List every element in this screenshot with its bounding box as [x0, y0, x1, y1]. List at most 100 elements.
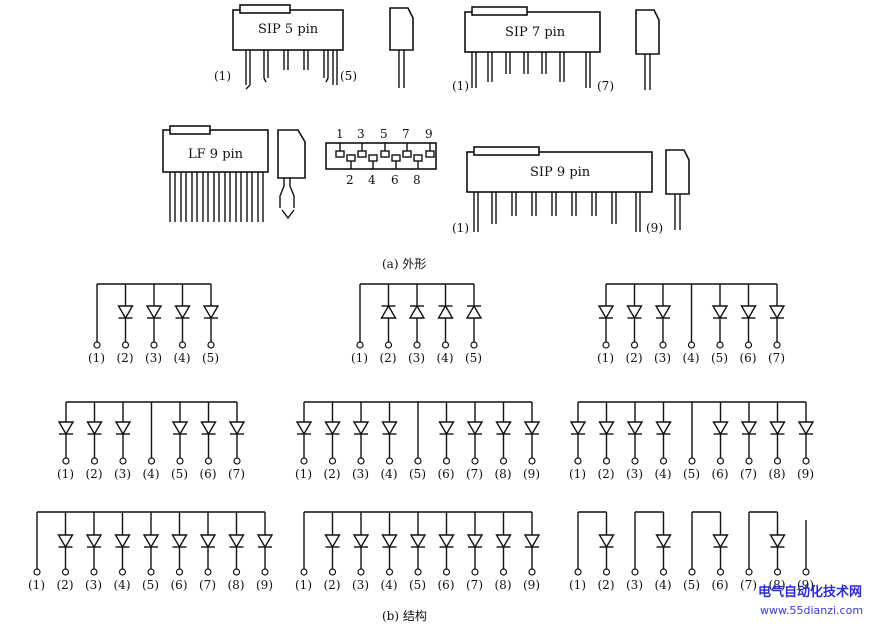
pin-node	[528, 568, 536, 576]
pin-label: (6)	[712, 578, 729, 592]
diode-symbol	[142, 534, 160, 549]
pin-label: (5)	[683, 578, 700, 592]
diode-symbol	[117, 305, 134, 320]
pin-label: (2)	[626, 351, 643, 365]
sip7-pin-last: (7)	[597, 79, 614, 93]
pin-node	[659, 568, 668, 576]
pin-node	[442, 457, 451, 465]
diode-symbol	[797, 421, 815, 436]
diode-symbol	[495, 534, 512, 549]
pin-label: (1)	[597, 351, 614, 365]
pin-node	[90, 457, 99, 465]
pin-node	[802, 568, 810, 576]
structure-circuit-8: (1)(2)(3)(4)(5)(6)(7)(8)(9)	[295, 511, 541, 592]
diode-symbol	[495, 421, 512, 436]
bottom-pin-4: 4	[368, 173, 376, 187]
pin-label: (2)	[598, 578, 615, 592]
pin-node	[630, 341, 639, 349]
structure-circuit-2: (1)(2)(3)(4)(5)	[351, 283, 483, 365]
pin-label: (2)	[324, 578, 341, 592]
pin-node	[688, 568, 696, 576]
pin-node	[499, 568, 508, 576]
pin-label: (5)	[683, 467, 700, 481]
diode-symbol	[381, 421, 398, 436]
pin-label: (1)	[295, 578, 312, 592]
pin-label: (7)	[199, 578, 216, 592]
pin-node	[744, 341, 753, 349]
pin-node	[441, 341, 450, 349]
pin-label: (2)	[57, 578, 74, 592]
diode-symbol	[597, 305, 615, 320]
diode-symbol	[171, 421, 189, 436]
pin-label: (8)	[769, 578, 786, 592]
pin-label: (2)	[598, 467, 615, 481]
pin-node	[356, 341, 364, 349]
diode-symbol	[199, 534, 217, 549]
diode-symbol	[114, 534, 131, 549]
structure-circuit-6: (1)(2)(3)(4)(5)(6)(7)(8)(9)	[569, 401, 815, 481]
diode-symbol	[466, 534, 484, 549]
pin-label: (3)	[352, 467, 369, 481]
pin-label: (6)	[200, 467, 217, 481]
diode-symbol	[740, 305, 757, 320]
diode-symbol	[381, 534, 398, 549]
pin-label: (4)	[655, 578, 672, 592]
pin-label: (5)	[465, 351, 482, 365]
pin-node	[602, 568, 611, 576]
pin-label: (6)	[438, 578, 455, 592]
diode-symbol	[655, 421, 672, 436]
pin-label: (5)	[142, 578, 159, 592]
bottom-pin-8: 8	[413, 173, 421, 187]
pin-label: (6)	[171, 578, 188, 592]
pin-node	[175, 568, 184, 576]
pin-label: (7)	[740, 578, 757, 592]
pin-label: (7)	[466, 467, 483, 481]
diode-symbol	[145, 305, 163, 320]
sip5-pin-last: (5)	[340, 69, 357, 83]
pin-node	[574, 568, 582, 576]
diode-symbol	[202, 305, 220, 320]
diode-symbol	[769, 534, 786, 549]
diode-symbol	[712, 421, 729, 436]
pin-label: (1)	[88, 351, 105, 365]
pin-label: (9)	[797, 578, 814, 592]
pin-node	[442, 568, 451, 576]
pin-node	[631, 457, 639, 465]
pin-node	[300, 457, 308, 465]
pin-label: (7)	[768, 351, 785, 365]
pin-node	[357, 568, 365, 576]
pin-label: (3)	[654, 351, 671, 365]
diode-symbol	[352, 421, 370, 436]
pin-label: (8)	[228, 578, 245, 592]
lf9-pin-diagram: 1 3 5 7 9 2 4 6 8	[325, 127, 437, 187]
pin-label: (7)	[228, 467, 245, 481]
pin-node	[150, 341, 158, 349]
pin-node	[716, 341, 724, 349]
watermark-url: www.55dianzi.com	[760, 604, 863, 617]
pin-node	[328, 568, 337, 576]
diode-symbol	[114, 421, 132, 436]
structure-circuit-1: (1)(2)(3)(4)(5)	[88, 283, 220, 365]
diode-symbol	[465, 304, 483, 319]
structure-circuits: (1)(2)(3)(4)(5)(1)(2)(3)(4)(5)(1)(2)(3)(…	[28, 283, 815, 592]
sip9-package: SIP 9 pin (1) (9)	[452, 146, 663, 235]
diode-symbol	[438, 534, 455, 549]
pin-node	[688, 457, 696, 465]
top-pin-7: 7	[402, 127, 410, 141]
pin-node	[121, 341, 130, 349]
pin-label: (5)	[202, 351, 219, 365]
pin-node	[204, 568, 212, 576]
pin-node	[602, 341, 610, 349]
diode-symbol	[768, 305, 786, 320]
pin-node	[178, 341, 187, 349]
pin-label: (3)	[352, 578, 369, 592]
watermark-title: 电气自动化技术网	[758, 584, 862, 600]
diode-symbol	[409, 534, 427, 549]
pin-node	[745, 568, 753, 576]
pin-label: (7)	[740, 467, 757, 481]
pin-label: (4)	[381, 578, 398, 592]
pin-label: (5)	[409, 578, 426, 592]
pin-node	[716, 457, 725, 465]
pin-label: (5)	[171, 467, 188, 481]
